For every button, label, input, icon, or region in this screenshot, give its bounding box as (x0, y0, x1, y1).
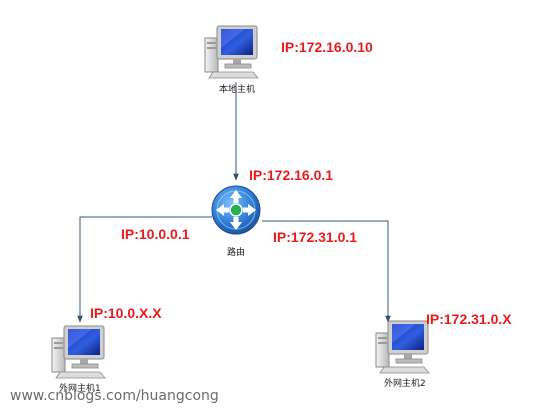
router-ip-top-label: IP:172.16.0.1 (249, 167, 334, 183)
router-icon[interactable] (211, 185, 261, 235)
router-label: 路由 (227, 248, 246, 258)
router-ip-left-label: IP:10.0.0.1 (121, 226, 190, 242)
local-host-computer-icon[interactable] (204, 25, 259, 79)
external-host-2-ip-label: IP:172.31.0.X (426, 311, 512, 327)
external-host-1-computer-icon[interactable] (51, 325, 106, 379)
watermark-text: www.cnblogs.com/huangcong (10, 388, 219, 404)
external-host-2-label: 外网主机2 (384, 379, 426, 389)
external-host-2-computer-icon[interactable] (375, 320, 430, 374)
external-host-1-ip-label: IP:10.0.X.X (90, 305, 162, 321)
local-host-label: 本地主机 (219, 85, 256, 95)
external-host-1-label: 外网主机1 (59, 384, 101, 394)
local-host-ip-label: IP:172.16.0.10 (281, 39, 373, 55)
link-router-to-external-2 (262, 220, 391, 323)
link-router-to-external-1 (77, 216, 212, 323)
router-ip-right-label: IP:172.31.0.1 (273, 229, 358, 245)
